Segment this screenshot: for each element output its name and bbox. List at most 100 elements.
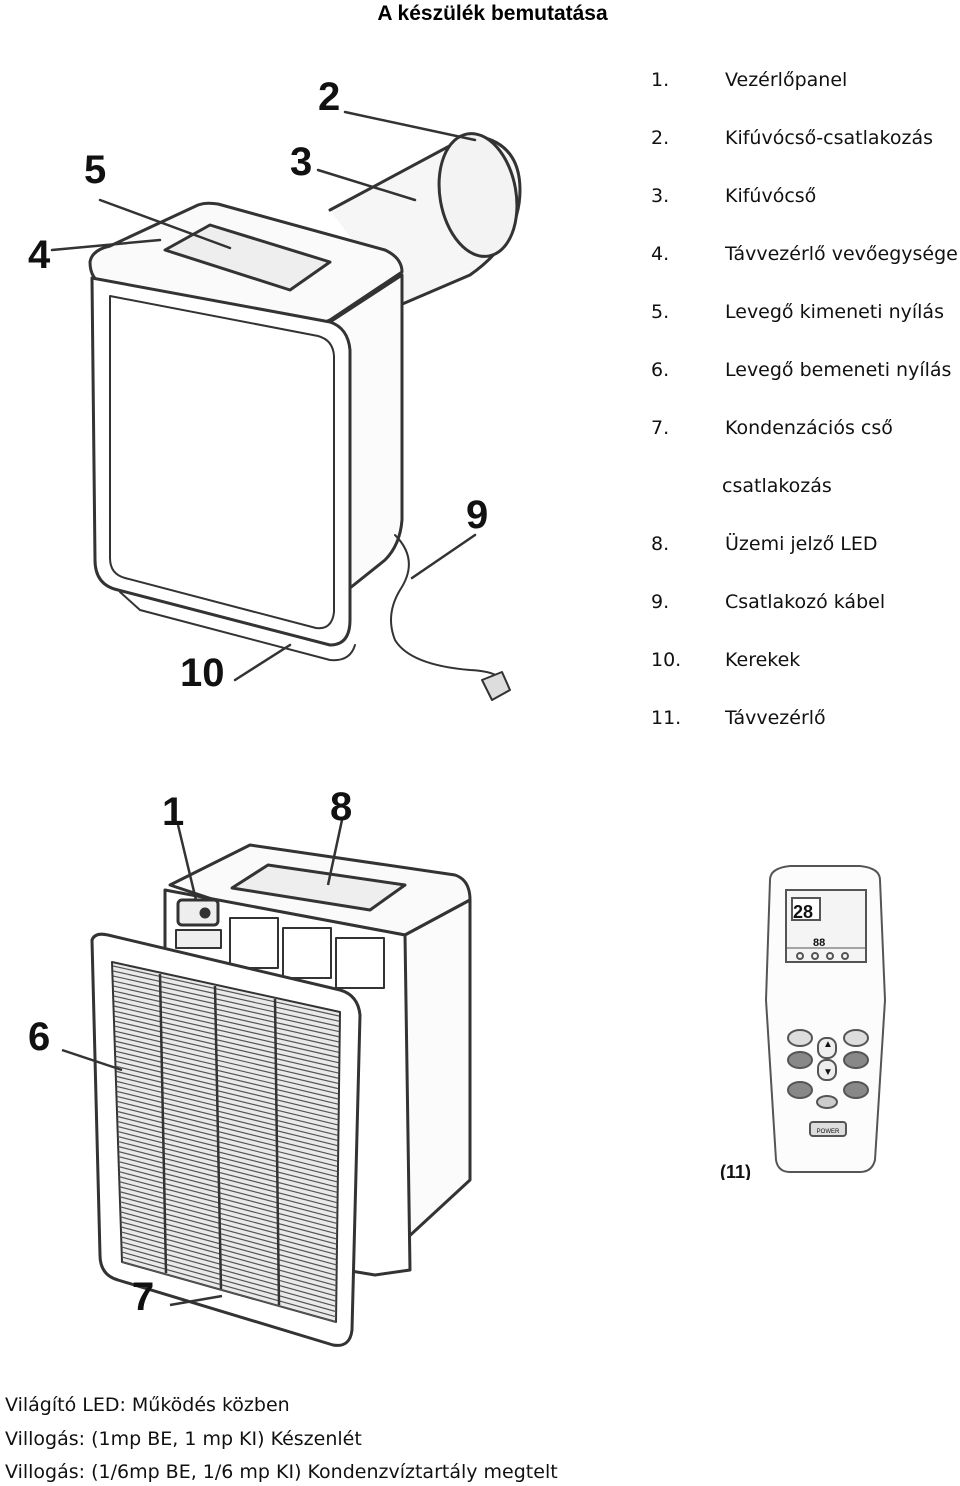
air-outlet bbox=[163, 223, 332, 292]
grille-slat bbox=[118, 1166, 338, 1225]
callout-line-3 bbox=[316, 168, 417, 202]
callout-8: 8 bbox=[330, 785, 352, 829]
grille-slat bbox=[115, 1040, 339, 1095]
legend-item: 7.Kondenzációs cső bbox=[651, 416, 893, 440]
grille-slat bbox=[113, 975, 340, 1027]
legend-num: 3. bbox=[651, 185, 670, 207]
grille-slat bbox=[119, 1171, 338, 1230]
unit-open-panel-illustration: 1 8 6 7 bbox=[28, 785, 472, 1347]
power-plug bbox=[481, 671, 511, 701]
legend-item: 2.Kifúvócső-csatlakozás bbox=[651, 126, 933, 150]
grille-slat bbox=[120, 1226, 337, 1287]
grille-slat bbox=[118, 1146, 338, 1204]
grille-slat bbox=[115, 1055, 339, 1110]
legend-num: 2. bbox=[651, 127, 670, 149]
grille-slat bbox=[121, 1251, 337, 1313]
legend-num: 9. bbox=[651, 591, 670, 613]
grille-slat bbox=[115, 1065, 339, 1121]
grille-slat bbox=[120, 1231, 337, 1292]
callout-5: 5 bbox=[84, 148, 106, 192]
legend-item: 6. Levegő bemeneti nyílás bbox=[651, 358, 951, 382]
svg-text:▼: ▼ bbox=[823, 1067, 833, 1078]
led-panel bbox=[230, 863, 407, 912]
up-button bbox=[817, 1037, 837, 1059]
grille-slat bbox=[118, 1135, 338, 1193]
grille-slat bbox=[114, 1030, 339, 1085]
callout-1: 1 bbox=[162, 790, 184, 834]
legend-label: Kondenzációs cső bbox=[725, 417, 893, 439]
legend-label: Távvezérlő bbox=[725, 707, 826, 729]
legend-item: 9.Csatlakozó kábel bbox=[651, 590, 885, 614]
legend-label: Üzemi jelző LED bbox=[725, 533, 878, 555]
grille-slat bbox=[116, 1070, 339, 1126]
grille-slat bbox=[113, 985, 339, 1038]
legend-num: 1. bbox=[651, 69, 670, 91]
grille-slat bbox=[118, 1141, 338, 1199]
callout-line-10 bbox=[233, 643, 292, 682]
grille-slat bbox=[116, 1075, 339, 1131]
grille-slat bbox=[114, 1015, 339, 1069]
callout-line-2 bbox=[343, 110, 477, 142]
grille-slat bbox=[114, 1020, 339, 1074]
legend-item: 11.Távvezérlő bbox=[651, 706, 826, 730]
unit-body-side bbox=[403, 898, 472, 1242]
legend-item: 8. Üzemi jelző LED bbox=[651, 532, 878, 556]
grille-slat bbox=[114, 1035, 339, 1090]
grille-slat bbox=[116, 1090, 338, 1147]
mode-button bbox=[787, 1029, 813, 1047]
callout-line-6 bbox=[61, 1048, 123, 1072]
legend-item: 5.Levegő kimeneti nyílás bbox=[651, 300, 944, 324]
grille-slat bbox=[117, 1115, 338, 1173]
power-cable bbox=[390, 534, 502, 686]
grille-slat bbox=[117, 1130, 338, 1188]
grille-slat bbox=[115, 1045, 339, 1100]
grille-slat bbox=[113, 970, 340, 1022]
hose-end bbox=[437, 132, 519, 258]
led-status-line: Villogás: (1/6mp BE, 1/6 mp KI) Kondenzv… bbox=[5, 1461, 558, 1483]
callout-6: 6 bbox=[28, 1015, 50, 1059]
callout-line-5 bbox=[98, 198, 232, 250]
grille-slat bbox=[119, 1181, 337, 1240]
legend-num: 10. bbox=[651, 649, 682, 671]
grille-slat bbox=[117, 1110, 338, 1167]
grille-slat bbox=[113, 990, 339, 1043]
grille-slat bbox=[112, 965, 340, 1017]
legend-label: Levegő bemeneti nyílás bbox=[725, 359, 952, 381]
grille-slat bbox=[121, 1261, 337, 1323]
legend-num: 6. bbox=[651, 359, 670, 381]
legend-item: 10.Kerekek bbox=[651, 648, 800, 672]
grille-slat bbox=[120, 1211, 337, 1271]
air-inlet-grille bbox=[112, 965, 340, 1323]
grille-slat bbox=[117, 1105, 338, 1162]
grille-slat bbox=[118, 1151, 338, 1209]
down-button bbox=[817, 1059, 837, 1081]
legend-item-continuation: csatlakozás bbox=[722, 475, 832, 497]
grille-slat bbox=[115, 1060, 339, 1116]
control-panel bbox=[176, 898, 220, 927]
grille-slat bbox=[121, 1256, 337, 1318]
grille-slat bbox=[118, 1156, 338, 1214]
callout-2: 2 bbox=[318, 75, 340, 119]
legend-num: 4. bbox=[651, 243, 670, 265]
page-title: A készülék bemutatása bbox=[377, 2, 608, 25]
grille-slat bbox=[116, 1085, 338, 1142]
callout-4: 4 bbox=[28, 233, 51, 277]
grille-slat bbox=[116, 1100, 338, 1157]
callout-7: 7 bbox=[132, 1275, 154, 1319]
legend-num: 8. bbox=[651, 533, 670, 555]
grille-slat bbox=[116, 1095, 338, 1152]
svg-text:▲: ▲ bbox=[823, 1039, 833, 1050]
grille-slat bbox=[114, 1025, 339, 1079]
remote-display-timer: 88 bbox=[813, 937, 825, 949]
unit-front-illustration: 2 3 5 4 9 10 bbox=[28, 75, 522, 701]
callout-line-7 bbox=[169, 1294, 223, 1307]
grille-slat bbox=[120, 1206, 337, 1266]
grille-slat bbox=[113, 995, 339, 1048]
led-status-line: Világító LED: Működés közben bbox=[5, 1394, 290, 1416]
callout-9: 9 bbox=[466, 493, 488, 537]
legend-label: Vezérlőpanel bbox=[725, 69, 848, 91]
legend-label: Kifúvócső bbox=[725, 185, 817, 207]
callout-11: (11) bbox=[720, 1162, 751, 1180]
power-button bbox=[809, 1121, 847, 1137]
remote-control-illustration: 28 88 ▲ ▼ POWER (11) bbox=[720, 865, 887, 1180]
